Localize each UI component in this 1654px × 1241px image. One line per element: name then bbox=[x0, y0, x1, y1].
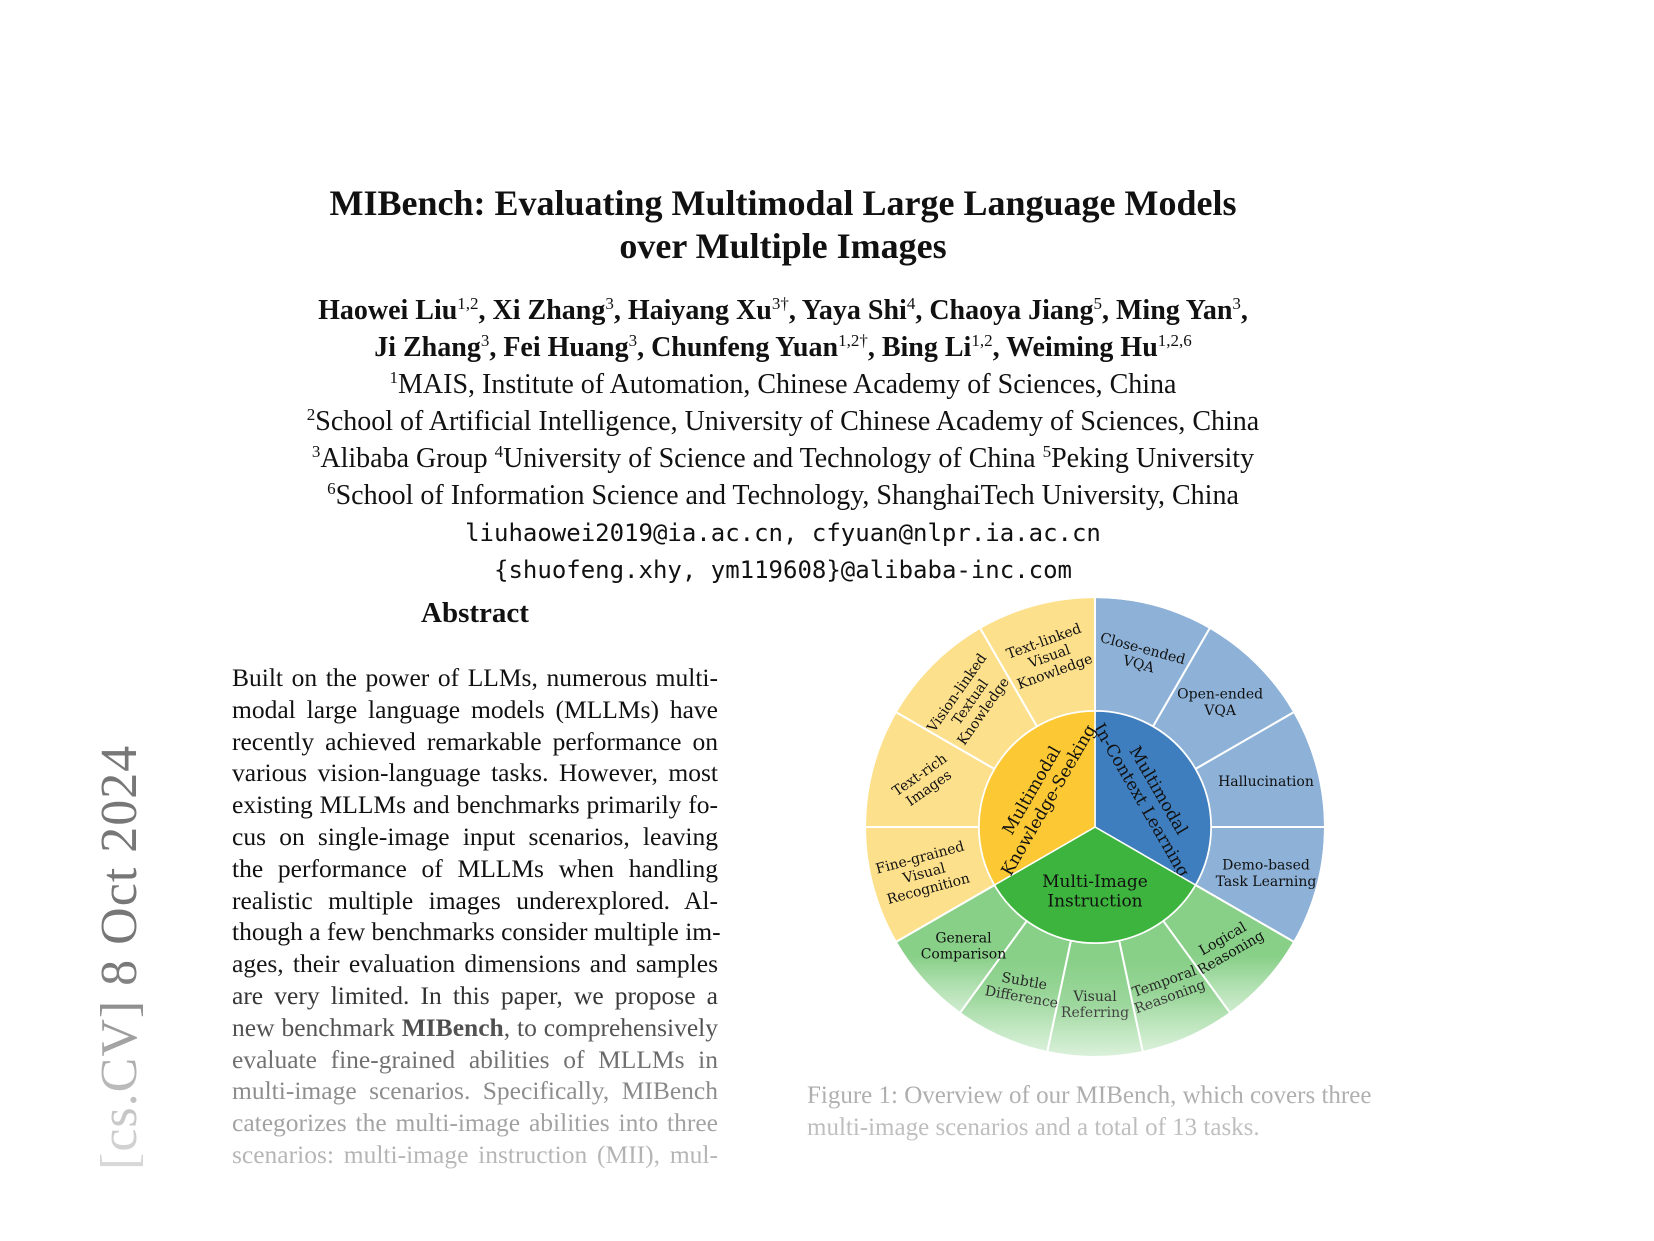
affiliation-marker: 1 bbox=[389, 368, 399, 387]
affiliation-line: 1MAIS, Institute of Automation, Chinese … bbox=[0, 366, 1566, 403]
scenario-segment bbox=[1094, 710, 1212, 887]
author-line: Haowei Liu1,2, Xi Zhang3, Haiyang Xu3†, … bbox=[318, 294, 1248, 326]
affiliation-line: 3Alibaba Group 4University of Science an… bbox=[0, 440, 1566, 477]
author-name: Yaya Shi bbox=[801, 295, 907, 326]
abstract-line: categorizes the multi-image abilities in… bbox=[232, 1108, 718, 1138]
title-line-2: over Multiple Images bbox=[619, 226, 947, 266]
author-name: Chaoya Jiang bbox=[929, 295, 1094, 326]
abstract-line: Built on the power of LLMs, numerous mul… bbox=[232, 663, 718, 692]
author-affiliation-marker: 5 bbox=[1093, 294, 1102, 313]
author-name: Chunfeng Yuan bbox=[651, 332, 839, 363]
author-name: Haiyang Xu bbox=[627, 295, 772, 326]
abstract-body: Built on the power of LLMs, numerous mul… bbox=[232, 662, 721, 1171]
affiliation-marker: 4 bbox=[494, 442, 504, 461]
email-line-2: {shuofeng.xhy, ym119608}@alibaba-inc.com bbox=[494, 556, 1072, 584]
author-affiliation-marker: 1,2 bbox=[457, 294, 479, 313]
abstract-line: are very limited. In this paper, we prop… bbox=[232, 980, 718, 1010]
paper-title: MIBench: Evaluating Multimodal Large Lan… bbox=[0, 182, 1566, 268]
affiliation-text: Peking University bbox=[1051, 443, 1255, 474]
abstract-line: cus on single-image input scenarios, lea… bbox=[232, 821, 718, 851]
task-label: Hallucination bbox=[1218, 774, 1314, 790]
author-affiliation-marker: 1,2,6 bbox=[1157, 331, 1192, 350]
scenario-segment bbox=[978, 710, 1096, 887]
arxiv-stamp: [cs.CV] 8 Oct 2024 bbox=[38, 700, 148, 1170]
abstract-line: new benchmark MIBench, to comprehensivel… bbox=[232, 1012, 719, 1042]
author-affiliation-marker: 3 bbox=[1232, 294, 1241, 313]
affiliation-marker: 2 bbox=[306, 405, 316, 424]
affiliation-line: 6School of Information Science and Techn… bbox=[0, 477, 1566, 514]
author-affiliation-marker: 1,2† bbox=[838, 331, 868, 350]
author-affiliation-marker: 3 bbox=[480, 331, 490, 350]
author-affiliation-marker: 1,2 bbox=[971, 331, 993, 350]
author-name: Bing Li bbox=[881, 332, 972, 363]
abstract-line: recently achieved remarkable performance… bbox=[232, 726, 718, 756]
affiliation-line: 2School of Artificial Intelligence, Univ… bbox=[0, 403, 1566, 440]
author-name: Weiming Hu bbox=[1006, 332, 1158, 363]
affiliation-text: School of Artificial Intelligence, Unive… bbox=[315, 406, 1260, 437]
caption-line-1: Figure 1: Overview of our MIBench, which… bbox=[807, 1082, 1372, 1109]
title-line-1: MIBench: Evaluating Multimodal Large Lan… bbox=[329, 183, 1237, 223]
abstract-line: various vision-language tasks. However, … bbox=[232, 758, 718, 788]
abstract-line: ages, their evaluation dimensions and sa… bbox=[232, 949, 718, 979]
author-list: Haowei Liu1,2, Xi Zhang3, Haiyang Xu3†, … bbox=[0, 292, 1566, 366]
figure-caption: Figure 1: Overview of our MIBench, which… bbox=[807, 1080, 1407, 1144]
author-name: Ji Zhang bbox=[374, 332, 481, 363]
author-affiliation-marker: 3 bbox=[605, 294, 614, 313]
abstract-line: modal large language models (MLLMs) have bbox=[232, 694, 718, 724]
email-line-1: liuhaowei2019@ia.ac.cn, cfyuan@nlpr.ia.a… bbox=[465, 519, 1101, 547]
author-affiliation-marker: 4 bbox=[906, 294, 916, 313]
author-name: Haowei Liu bbox=[318, 295, 458, 326]
affiliation-marker: 6 bbox=[327, 479, 336, 498]
affiliation-marker: 3 bbox=[311, 442, 321, 461]
author-affiliation-marker: 3 bbox=[628, 331, 638, 350]
author-name: Xi Zhang bbox=[492, 295, 606, 326]
abstract-heading: Abstract bbox=[421, 597, 529, 629]
affiliation-text: University of Science and Technology of … bbox=[503, 443, 1043, 474]
author-affiliation-marker: 3† bbox=[771, 294, 789, 313]
affiliation-text: School of Information Science and Techno… bbox=[335, 480, 1239, 511]
affiliation-text: Alibaba Group bbox=[320, 443, 495, 474]
abstract-line: though a few benchmarks consider multipl… bbox=[232, 917, 721, 947]
affiliation-marker: 5 bbox=[1042, 442, 1052, 461]
email-list: liuhaowei2019@ia.ac.cn, cfyuan@nlpr.ia.a… bbox=[0, 515, 1566, 589]
affiliation-text: MAIS, Institute of Automation, Chinese A… bbox=[398, 369, 1177, 400]
abstract-line: evaluate fine-grained abilities of MLLMs… bbox=[232, 1044, 718, 1074]
author-name: Ming Yan bbox=[1115, 295, 1233, 326]
abstract-line: realistic multiple images underexplored.… bbox=[232, 885, 718, 915]
caption-line-2: multi-image scenarios and a total of 13 … bbox=[807, 1114, 1260, 1141]
abstract-line: multi-image scenarios. Specifically, MIB… bbox=[232, 1076, 718, 1106]
abstract-line: existing MLLMs and benchmarks primarily … bbox=[232, 790, 718, 820]
abstract-line: the performance of MLLMs when handling bbox=[232, 853, 718, 883]
abstract-line: scenarios: multi-image instruction (MII)… bbox=[232, 1139, 718, 1169]
affiliation-list: 1MAIS, Institute of Automation, Chinese … bbox=[0, 366, 1566, 514]
author-name: Fei Huang bbox=[503, 332, 629, 363]
author-line: Ji Zhang3, Fei Huang3, Chunfeng Yuan1,2†… bbox=[374, 331, 1192, 363]
arxiv-stamp-text: [cs.CV] 8 Oct 2024 bbox=[91, 744, 148, 1170]
